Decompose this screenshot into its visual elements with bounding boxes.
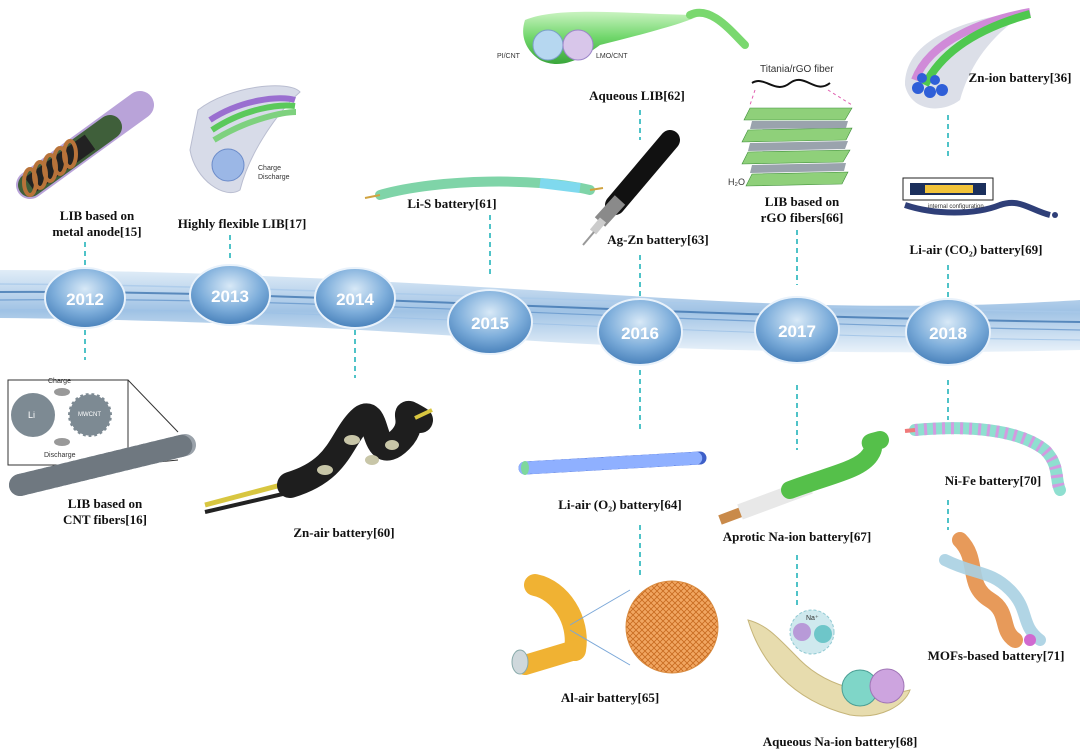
caption-mofs-based-battery: MOFs-based battery[71] bbox=[927, 648, 1065, 663]
illustration-zn-air bbox=[204, 400, 433, 514]
year-bubble-2013: 2013 bbox=[189, 264, 271, 326]
illustration-rgo bbox=[741, 79, 853, 187]
inset-label-charge-2013: Charge bbox=[258, 165, 281, 172]
illustration-aprotic-na bbox=[718, 431, 889, 525]
caption-zn-air-battery: Zn-air battery[60] bbox=[293, 525, 395, 540]
caption-lib-rgo-fibers: LIB based on rGO fibers[66] bbox=[760, 194, 844, 225]
inset-label-li: Li bbox=[28, 410, 36, 420]
inset-label-discharge-2012: Discharge bbox=[44, 452, 76, 459]
inset-label-lmo-cnt: LMO/CNT bbox=[596, 53, 628, 60]
inset-label-mwcnt: MWCNT bbox=[78, 412, 101, 418]
caption-al-air-battery: Al-air battery[65] bbox=[560, 690, 660, 705]
caption-ni-fe-battery: Ni-Fe battery[70] bbox=[944, 473, 1042, 488]
caption-li-air-o2-battery: Li-air (O₂) battery[64] bbox=[558, 497, 682, 512]
caption-li-air-co2-battery: Li-air (CO₂) battery[69] bbox=[909, 242, 1043, 257]
year-bubble-2018: 2018 bbox=[905, 298, 991, 366]
illustration-zn-ion bbox=[905, 8, 1032, 109]
illustration-ni-fe bbox=[904, 422, 1066, 496]
illustration-ag-zn bbox=[582, 130, 680, 246]
illustration-li-air-co2 bbox=[902, 177, 1058, 218]
year-label-2014: 2014 bbox=[336, 290, 374, 309]
year-label-2017: 2017 bbox=[778, 322, 816, 341]
year-label-2016: 2016 bbox=[621, 324, 659, 343]
caption-li-s-battery: Li-S battery[61] bbox=[407, 196, 497, 211]
inset-label-discharge-2013: Discharge bbox=[258, 174, 290, 181]
year-label-2012: 2012 bbox=[66, 290, 104, 309]
illustration-flexible-lib bbox=[189, 85, 301, 194]
inset-label-charge-2012: Charge bbox=[48, 378, 71, 385]
year-bubble-2014: 2014 bbox=[314, 267, 396, 329]
year-label-2015: 2015 bbox=[471, 314, 509, 333]
illustration-mofs bbox=[939, 532, 1046, 648]
illustration-aqueous-lib bbox=[523, 8, 749, 65]
inset-label-na-ion: Na⁺ bbox=[806, 615, 819, 622]
year-bubble-2017: 2017 bbox=[754, 296, 840, 364]
year-bubble-2012: 2012 bbox=[44, 267, 126, 329]
illustration-metal-anode-lib bbox=[16, 91, 154, 199]
caption-aprotic-na-ion-battery: Aprotic Na-ion battery[67] bbox=[722, 529, 872, 544]
inset-label-pi-cnt: PI/CNT bbox=[497, 53, 520, 60]
caption-ag-zn-battery: Ag-Zn battery[63] bbox=[607, 232, 709, 247]
year-label-2013: 2013 bbox=[211, 287, 249, 306]
year-label-2018: 2018 bbox=[929, 324, 967, 343]
illustration-cnt-fiber bbox=[7, 379, 196, 496]
caption-zn-ion-battery: Zn-ion battery[36] bbox=[968, 70, 1072, 85]
illustration-li-air-o2 bbox=[518, 451, 707, 475]
caption-highly-flexible-lib: Highly flexible LIB[17] bbox=[177, 216, 307, 231]
caption-lib-metal-anode: LIB based on metal anode[15] bbox=[52, 208, 142, 239]
caption-aqueous-na-ion-battery: Aqueous Na-ion battery[68] bbox=[762, 734, 918, 749]
caption-lib-cnt-fibers: LIB based on CNT fibers[16] bbox=[63, 496, 147, 527]
year-bubble-2015: 2015 bbox=[447, 289, 533, 355]
year-bubbles: 2012 2013 2014 2015 2016 2017 2018 bbox=[44, 264, 991, 366]
inset-label-internal-configuration: internal configuration bbox=[928, 204, 984, 210]
illustration-al-air bbox=[511, 574, 719, 675]
illustration-aqueous-na bbox=[747, 609, 911, 717]
inset-label-h2o: H₂O bbox=[728, 177, 745, 187]
illustration-li-s bbox=[364, 176, 604, 200]
inset-label-titania-rgo: Titania/rGO fiber bbox=[760, 64, 834, 75]
connectors bbox=[84, 110, 949, 605]
caption-aqueous-lib: Aqueous LIB[62] bbox=[589, 88, 685, 103]
year-bubble-2016: 2016 bbox=[597, 298, 683, 366]
